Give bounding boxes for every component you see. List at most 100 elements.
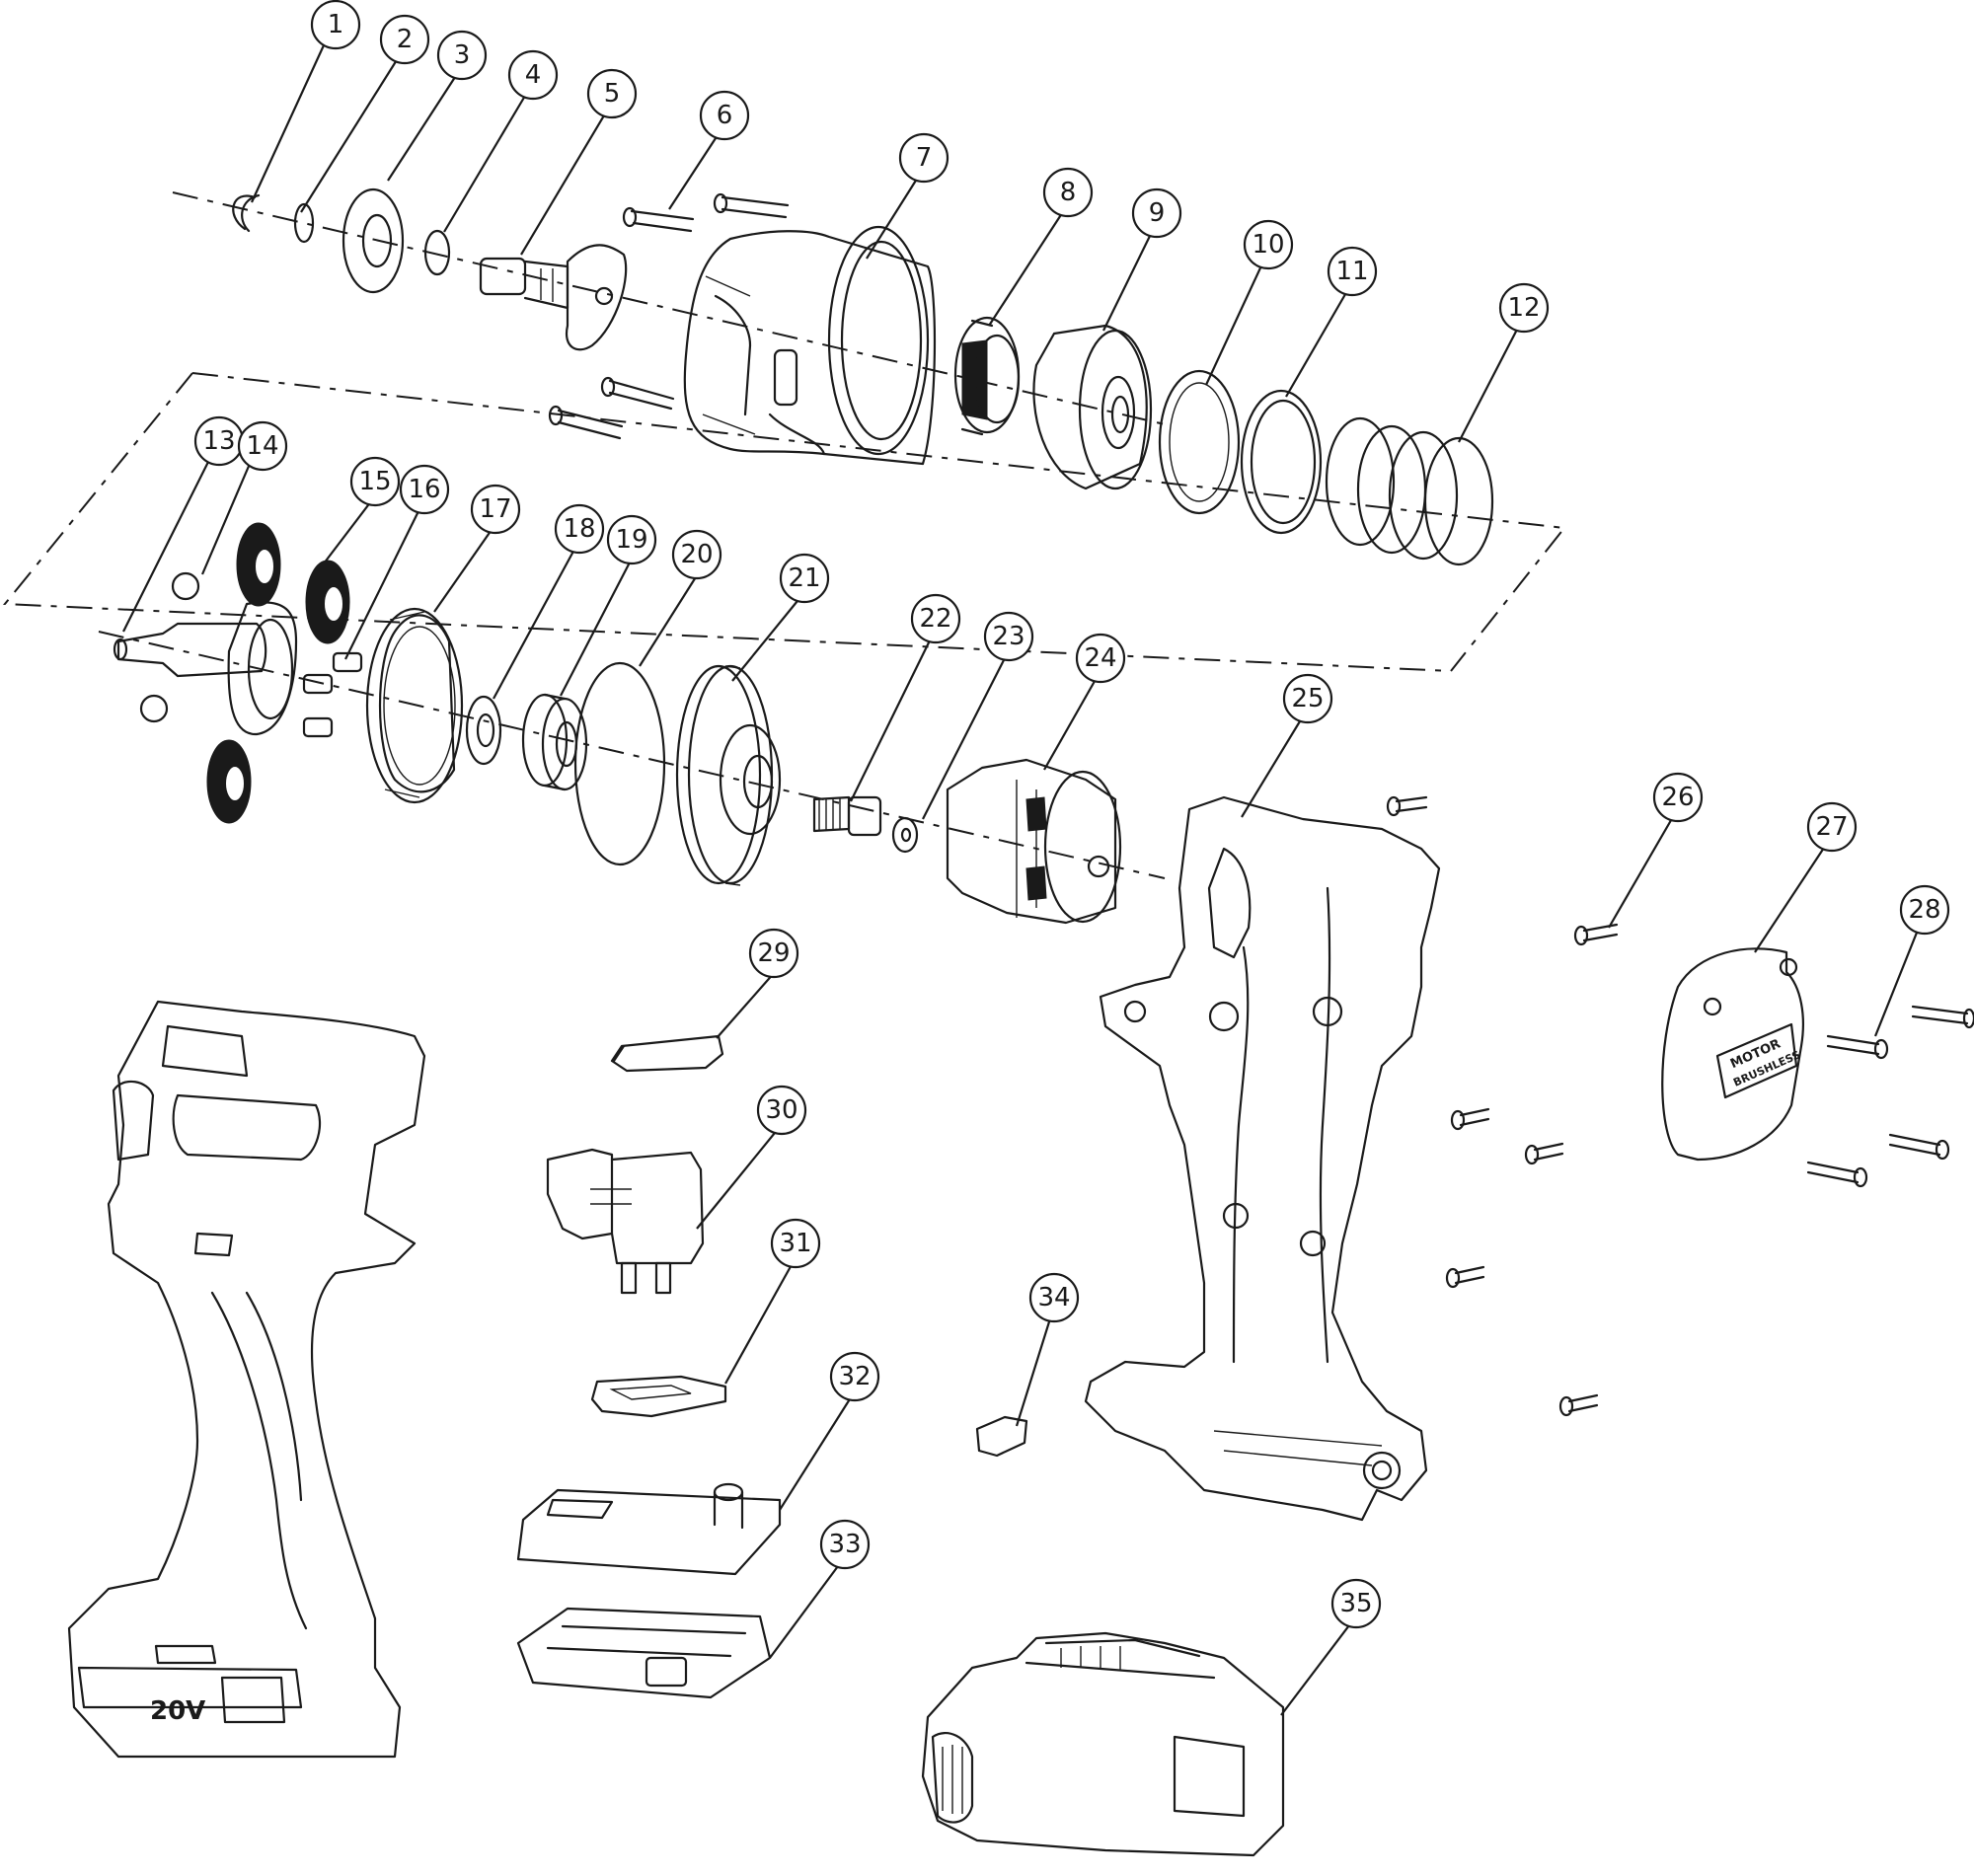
svg-text:31: 31 bbox=[779, 1229, 811, 1258]
part-14-ball-top bbox=[171, 571, 200, 601]
svg-text:11: 11 bbox=[1335, 257, 1368, 286]
part-16-pins bbox=[302, 651, 363, 738]
svg-text:33: 33 bbox=[828, 1530, 861, 1559]
callout-22: 22 bbox=[910, 593, 961, 644]
svg-text:23: 23 bbox=[992, 622, 1025, 651]
part-26-housing-screws bbox=[1386, 795, 1619, 1417]
part-32-pcb-cover bbox=[516, 1482, 782, 1576]
part-22-pinion bbox=[812, 795, 882, 837]
callout-11: 11 bbox=[1327, 246, 1378, 297]
callout-24: 24 bbox=[1075, 633, 1126, 684]
svg-text:5: 5 bbox=[604, 79, 621, 109]
svg-text:27: 27 bbox=[1815, 812, 1848, 842]
callout-4: 4 bbox=[507, 49, 559, 101]
callout-28: 28 bbox=[1899, 884, 1950, 936]
part-6-screws-bottom bbox=[548, 376, 675, 440]
callout-25: 25 bbox=[1282, 673, 1333, 724]
part-23-washer bbox=[891, 816, 919, 854]
svg-text:12: 12 bbox=[1507, 293, 1540, 323]
part-8-needle-roller bbox=[953, 316, 1021, 436]
svg-text:15: 15 bbox=[358, 467, 391, 496]
svg-text:19: 19 bbox=[615, 525, 647, 555]
callout-30: 30 bbox=[756, 1085, 807, 1136]
svg-text:20: 20 bbox=[680, 540, 713, 569]
leader-lines bbox=[122, 34, 1921, 1716]
part-2-washer bbox=[293, 202, 315, 244]
svg-text:21: 21 bbox=[788, 563, 820, 593]
svg-text:29: 29 bbox=[757, 938, 790, 968]
part-31-led-board bbox=[590, 1375, 727, 1418]
svg-text:14: 14 bbox=[246, 431, 278, 461]
svg-text:25: 25 bbox=[1291, 684, 1324, 713]
svg-text:22: 22 bbox=[919, 604, 951, 634]
svg-text:26: 26 bbox=[1661, 783, 1694, 812]
callout-13: 13 bbox=[193, 415, 245, 467]
callout-5: 5 bbox=[586, 68, 638, 119]
svg-text:32: 32 bbox=[838, 1362, 871, 1391]
svg-text:9: 9 bbox=[1149, 198, 1166, 228]
part-4-o-ring bbox=[423, 229, 451, 276]
callout-7: 7 bbox=[898, 132, 949, 184]
part-11-washer bbox=[1240, 389, 1323, 535]
svg-text:3: 3 bbox=[454, 40, 471, 70]
part-28-cover-screws bbox=[1806, 1005, 1974, 1188]
housing-right-half bbox=[1084, 795, 1441, 1522]
callout-29: 29 bbox=[748, 928, 799, 979]
svg-text:4: 4 bbox=[525, 60, 542, 90]
callout-21: 21 bbox=[779, 553, 830, 604]
part-1-circlip bbox=[232, 193, 261, 233]
callout-15: 15 bbox=[349, 456, 401, 507]
svg-text:30: 30 bbox=[765, 1095, 797, 1125]
svg-text:2: 2 bbox=[397, 25, 414, 54]
callout-23: 23 bbox=[983, 611, 1034, 662]
voltage-label: 20V bbox=[150, 1696, 205, 1726]
part-14-ball-bottom bbox=[139, 694, 169, 723]
svg-text:17: 17 bbox=[479, 494, 511, 524]
callout-35: 35 bbox=[1330, 1578, 1382, 1629]
svg-text:28: 28 bbox=[1908, 895, 1940, 925]
part-24-motor bbox=[946, 758, 1122, 925]
part-33-control-board bbox=[516, 1607, 772, 1699]
callout-18: 18 bbox=[554, 503, 605, 555]
part-29-switch-lever bbox=[610, 1034, 724, 1073]
callout-10: 10 bbox=[1243, 219, 1294, 270]
callout-20: 20 bbox=[671, 529, 722, 580]
callout-26: 26 bbox=[1652, 772, 1704, 823]
part-9-hammer bbox=[1032, 324, 1153, 490]
callout-16: 16 bbox=[399, 464, 450, 515]
svg-text:13: 13 bbox=[202, 426, 235, 456]
part-20-o-ring bbox=[573, 661, 666, 866]
svg-text:18: 18 bbox=[563, 514, 595, 544]
callout-32: 32 bbox=[829, 1351, 880, 1402]
callout-33: 33 bbox=[819, 1519, 871, 1570]
part-17-ring-gear bbox=[365, 607, 464, 804]
part-6-screws-top bbox=[622, 192, 790, 233]
svg-text:7: 7 bbox=[916, 143, 933, 173]
svg-text:1: 1 bbox=[328, 10, 344, 39]
part-12-spring bbox=[1325, 416, 1494, 566]
svg-text:16: 16 bbox=[408, 475, 440, 504]
callout-2: 2 bbox=[379, 14, 430, 65]
callout-8: 8 bbox=[1042, 167, 1094, 218]
svg-text:24: 24 bbox=[1084, 643, 1116, 673]
callout-6: 6 bbox=[699, 90, 750, 141]
svg-text:10: 10 bbox=[1252, 230, 1284, 260]
part-15-planet-gears bbox=[206, 522, 350, 824]
callout-34: 34 bbox=[1028, 1272, 1080, 1323]
part-13-spindle bbox=[113, 601, 298, 736]
part-5-anvil bbox=[479, 244, 628, 351]
callout-14: 14 bbox=[237, 420, 288, 472]
callout-12: 12 bbox=[1498, 282, 1550, 334]
svg-text:34: 34 bbox=[1037, 1283, 1070, 1313]
svg-text:6: 6 bbox=[717, 101, 733, 130]
part-10-steel-balls bbox=[1158, 369, 1241, 515]
callout-3: 3 bbox=[436, 30, 488, 81]
part-35-battery bbox=[921, 1631, 1285, 1857]
svg-text:8: 8 bbox=[1060, 178, 1077, 207]
svg-text:35: 35 bbox=[1339, 1589, 1372, 1618]
part-30-trigger-switch bbox=[546, 1148, 705, 1295]
part-18-washer bbox=[465, 695, 502, 766]
callout-1: 1 bbox=[310, 0, 361, 50]
part-21-bearing-housing bbox=[675, 664, 782, 886]
